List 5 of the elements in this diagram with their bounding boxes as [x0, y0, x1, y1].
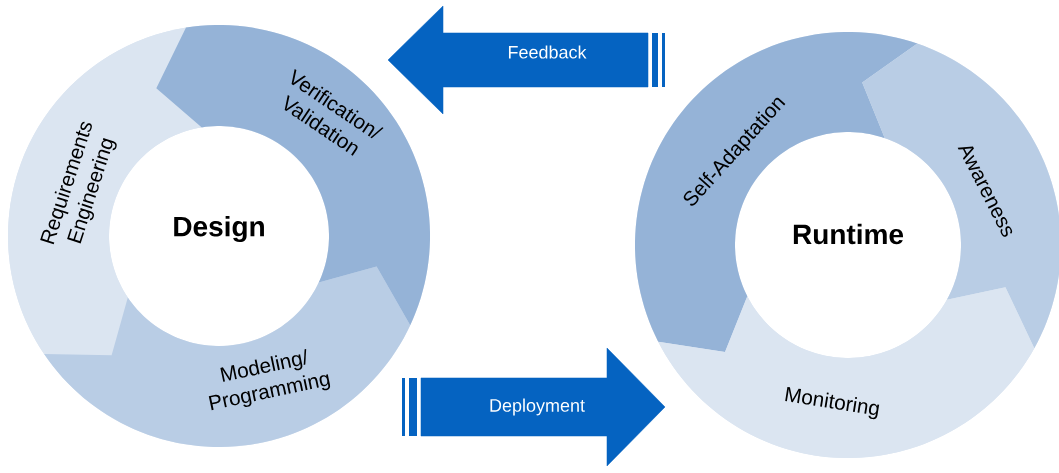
- ring-segment: Monitoring: [658, 287, 1035, 458]
- block-arrow: [387, 5, 665, 115]
- edge-label: Deployment: [490, 398, 585, 416]
- edge-label: Feedback: [508, 45, 587, 59]
- block-arrow: [402, 347, 666, 467]
